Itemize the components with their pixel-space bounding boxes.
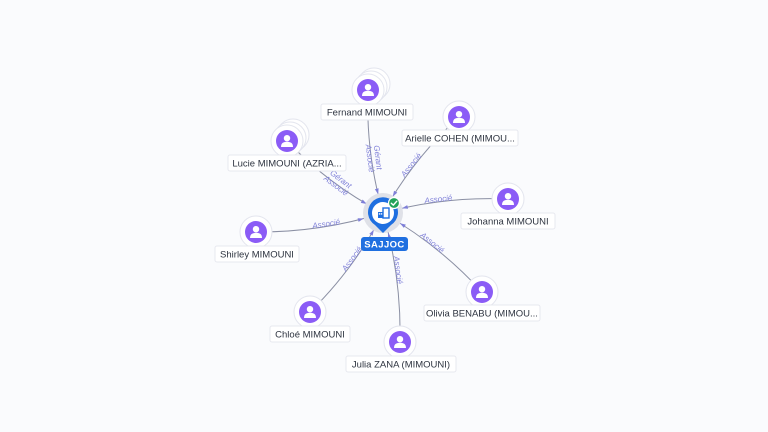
- person-node-olivia[interactable]: Olivia BENABU (MIMOU...: [423, 275, 541, 322]
- relation-label: Associé: [418, 230, 447, 255]
- person-name-box: [401, 129, 519, 147]
- relation-label: Associé: [311, 217, 342, 230]
- company-label-box: [361, 237, 408, 251]
- check-circle-icon: [387, 196, 401, 210]
- person-name-box: [227, 154, 347, 172]
- person-name[interactable]: Arielle COHEN (MIMOU...: [405, 134, 515, 145]
- person-name-box: [320, 103, 414, 121]
- relation-label: Associé: [392, 255, 405, 285]
- person-name-box: [423, 304, 541, 322]
- company-name[interactable]: SAJJOC: [364, 240, 404, 251]
- edge-arrow: [357, 218, 364, 222]
- person-node-lucie[interactable]: Lucie MIMOUNI (AZRIA...: [227, 118, 347, 172]
- user-icon: [476, 286, 488, 298]
- relation-label: Gérant: [372, 145, 384, 171]
- user-icon: [304, 306, 316, 318]
- person-node-arielle[interactable]: Arielle COHEN (MIMOU...: [401, 100, 519, 147]
- person-name[interactable]: Fernand MIMOUNI: [327, 108, 407, 119]
- edge-arrow: [374, 188, 379, 195]
- user-icon: [453, 111, 465, 123]
- person-node-julia[interactable]: Julia ZANA (MIMOUNI): [345, 325, 457, 373]
- relation-label: Associé: [399, 151, 424, 180]
- user-icon: [394, 336, 406, 348]
- user-icon: [281, 135, 293, 147]
- company-node[interactable]: SAJJOC: [361, 193, 408, 251]
- relation-label: Associé: [340, 245, 365, 274]
- user-icon: [362, 84, 374, 96]
- person-name-box: [460, 212, 556, 230]
- building-icon: [378, 207, 390, 219]
- person-node-chloe[interactable]: Chloé MIMOUNI: [269, 295, 351, 343]
- relation-label: Associé: [423, 193, 453, 205]
- person-name[interactable]: Chloé MIMOUNI: [275, 330, 345, 341]
- user-icon: [502, 193, 514, 205]
- person-name-box: [214, 245, 300, 263]
- relation-label: Associé: [364, 143, 377, 173]
- user-icon: [250, 226, 262, 238]
- person-node-johanna[interactable]: Johanna MIMOUNI: [460, 182, 556, 230]
- person-name[interactable]: Shirley MIMOUNI: [220, 250, 294, 261]
- edge-arrow: [369, 229, 374, 236]
- edge-arrow: [392, 190, 398, 197]
- person-node-shirley[interactable]: Shirley MIMOUNI: [214, 215, 300, 263]
- people-layer: Fernand MIMOUNI Arielle COHEN (MIMOU... Lu…: [214, 67, 556, 373]
- edge-arrow: [360, 199, 367, 204]
- edge-arrow: [399, 223, 406, 228]
- edge-arrow: [402, 205, 409, 209]
- person-name[interactable]: Julia ZANA (MIMOUNI): [352, 360, 450, 371]
- person-name-box: [345, 355, 457, 373]
- person-name[interactable]: Johanna MIMOUNI: [467, 217, 548, 228]
- person-name-box: [269, 325, 351, 343]
- person-name[interactable]: Olivia BENABU (MIMOU...: [426, 309, 538, 320]
- person-node-fernand[interactable]: Fernand MIMOUNI: [320, 67, 414, 121]
- person-name[interactable]: Lucie MIMOUNI (AZRIA...: [232, 159, 341, 170]
